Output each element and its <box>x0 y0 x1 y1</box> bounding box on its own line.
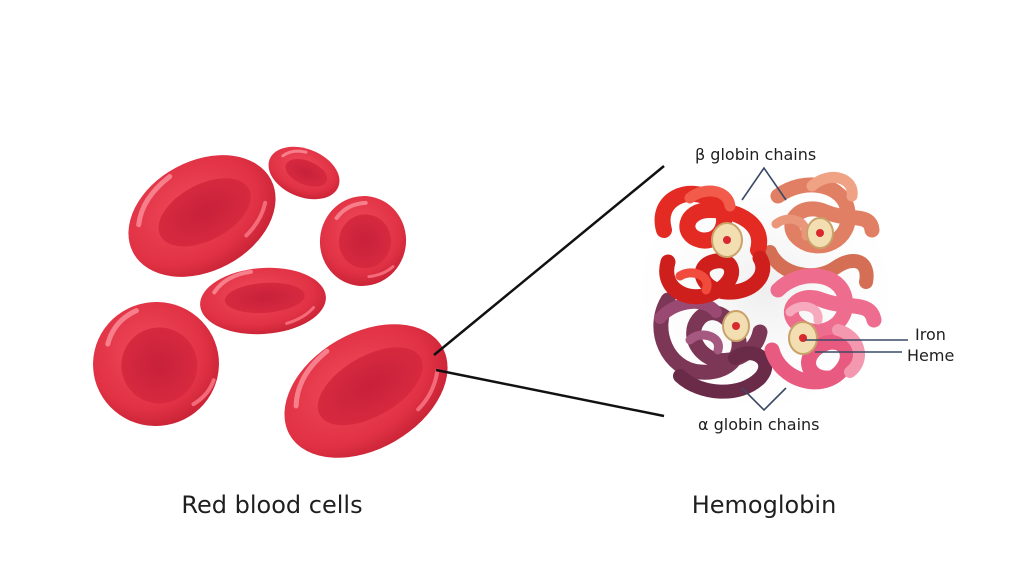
red-blood-cell-selected <box>284 324 448 458</box>
beta-globin-chains-label: β globin chains <box>695 145 816 164</box>
alpha-globin-chains-label: α globin chains <box>698 415 820 434</box>
hemoglobin-caption: Hemoglobin <box>692 491 837 519</box>
red-blood-cell <box>200 267 326 335</box>
zoom-line-bottom <box>435 368 665 418</box>
red-blood-cells-caption: Red blood cells <box>181 491 362 519</box>
red-blood-cell <box>128 155 276 277</box>
red-blood-cells-group <box>93 146 448 458</box>
hemoglobin-molecule <box>620 155 910 425</box>
alpha-leader-lines <box>741 387 787 412</box>
red-blood-cell <box>319 196 407 286</box>
heme-disc <box>722 310 750 342</box>
red-blood-cell <box>93 301 219 427</box>
beta-leader-lines <box>741 166 787 201</box>
beta-chain-salmon <box>763 171 880 289</box>
heme-disc <box>711 222 743 258</box>
zoom-line-top <box>433 165 665 356</box>
red-blood-cell <box>268 146 340 200</box>
beta-chain-red <box>654 185 771 305</box>
iron-label: Iron <box>915 325 946 344</box>
heme-label: Heme <box>907 346 954 365</box>
heme-disc <box>788 321 818 355</box>
heme-disc <box>806 217 834 249</box>
